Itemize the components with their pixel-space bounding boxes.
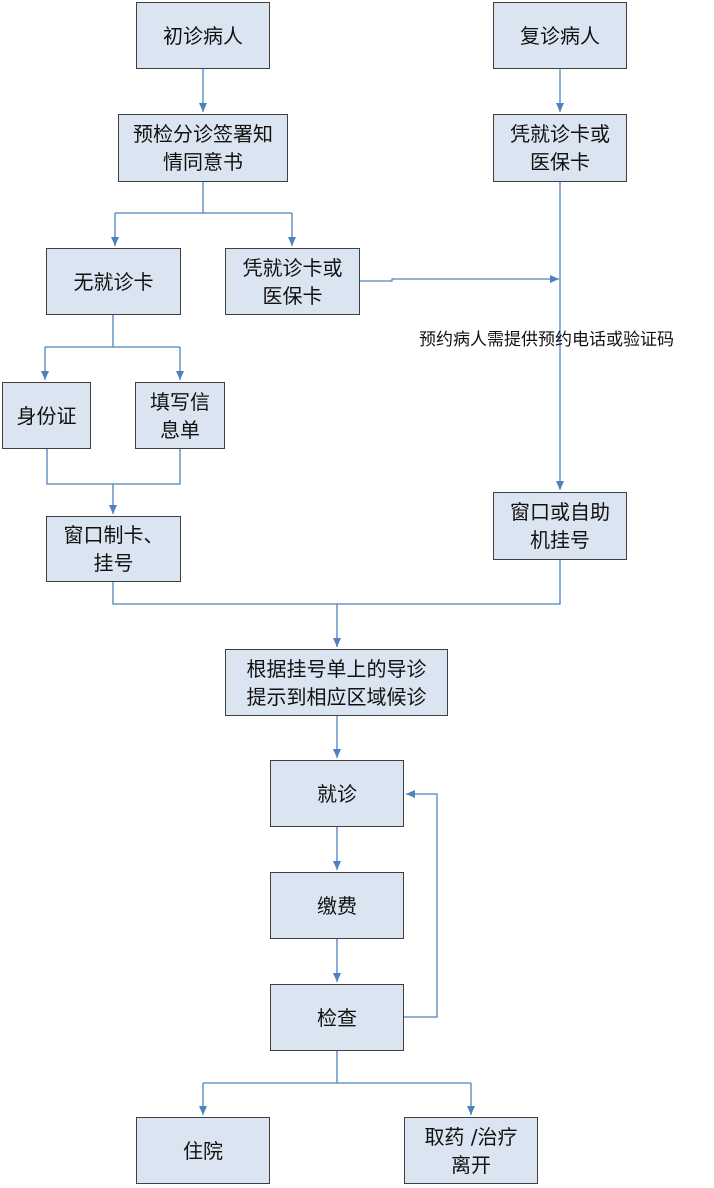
node-consult: 就诊 <box>270 760 404 827</box>
node-payment: 缴费 <box>270 872 404 939</box>
node-window-card: 窗口制卡、 挂号 <box>46 516 181 582</box>
node-first-visit-label: 初诊病人 <box>163 23 243 48</box>
node-medicine: 取药 /治疗 离开 <box>404 1117 538 1184</box>
node-first-visit: 初诊病人 <box>136 2 270 69</box>
node-id-card-label: 身份证 <box>16 403 77 428</box>
node-examine: 检查 <box>270 984 404 1051</box>
node-hospitalize: 住院 <box>136 1117 270 1184</box>
node-medicine-label: 取药 /治疗 离开 <box>424 1124 518 1177</box>
node-window-card-label: 窗口制卡、 挂号 <box>63 523 164 575</box>
connector-card-mid-to-right <box>360 275 559 283</box>
node-payment-label: 缴费 <box>317 893 357 918</box>
node-id-card: 身份证 <box>2 382 91 449</box>
node-card-mid: 凭就诊卡或 医保卡 <box>225 248 360 315</box>
connector-merge-left <box>46 449 181 485</box>
node-return-visit: 复诊病人 <box>493 2 627 69</box>
node-guide-label: 根据挂号单上的导诊 提示到相应区域候诊 <box>246 656 427 709</box>
node-return-visit-label: 复诊病人 <box>520 23 600 48</box>
node-fill-info-label: 填写信 息单 <box>150 389 210 442</box>
node-consult-label: 就诊 <box>317 781 357 806</box>
node-card-right: 凭就诊卡或 医保卡 <box>493 114 627 182</box>
node-no-card: 无就诊卡 <box>46 248 181 315</box>
node-card-mid-label: 凭就诊卡或 医保卡 <box>242 255 343 308</box>
node-hospitalize-label: 住院 <box>183 1138 223 1163</box>
node-examine-label: 检查 <box>317 1005 357 1030</box>
node-guide: 根据挂号单上的导诊 提示到相应区域候诊 <box>225 649 448 716</box>
connector-exam-loop <box>404 790 438 1018</box>
node-card-right-label: 凭就诊卡或 医保卡 <box>510 122 610 174</box>
node-pre-exam: 预检分诊签署知 情同意书 <box>118 114 288 182</box>
appointment-note: 预约病人需提供预约电话或验证码 <box>419 330 674 350</box>
node-fill-info: 填写信 息单 <box>135 382 225 449</box>
node-window-self: 窗口或自助 机挂号 <box>493 492 627 560</box>
node-window-self-label: 窗口或自助 机挂号 <box>510 500 610 552</box>
node-no-card-label: 无就诊卡 <box>73 269 154 294</box>
node-pre-exam-label: 预检分诊签署知 情同意书 <box>133 122 273 174</box>
